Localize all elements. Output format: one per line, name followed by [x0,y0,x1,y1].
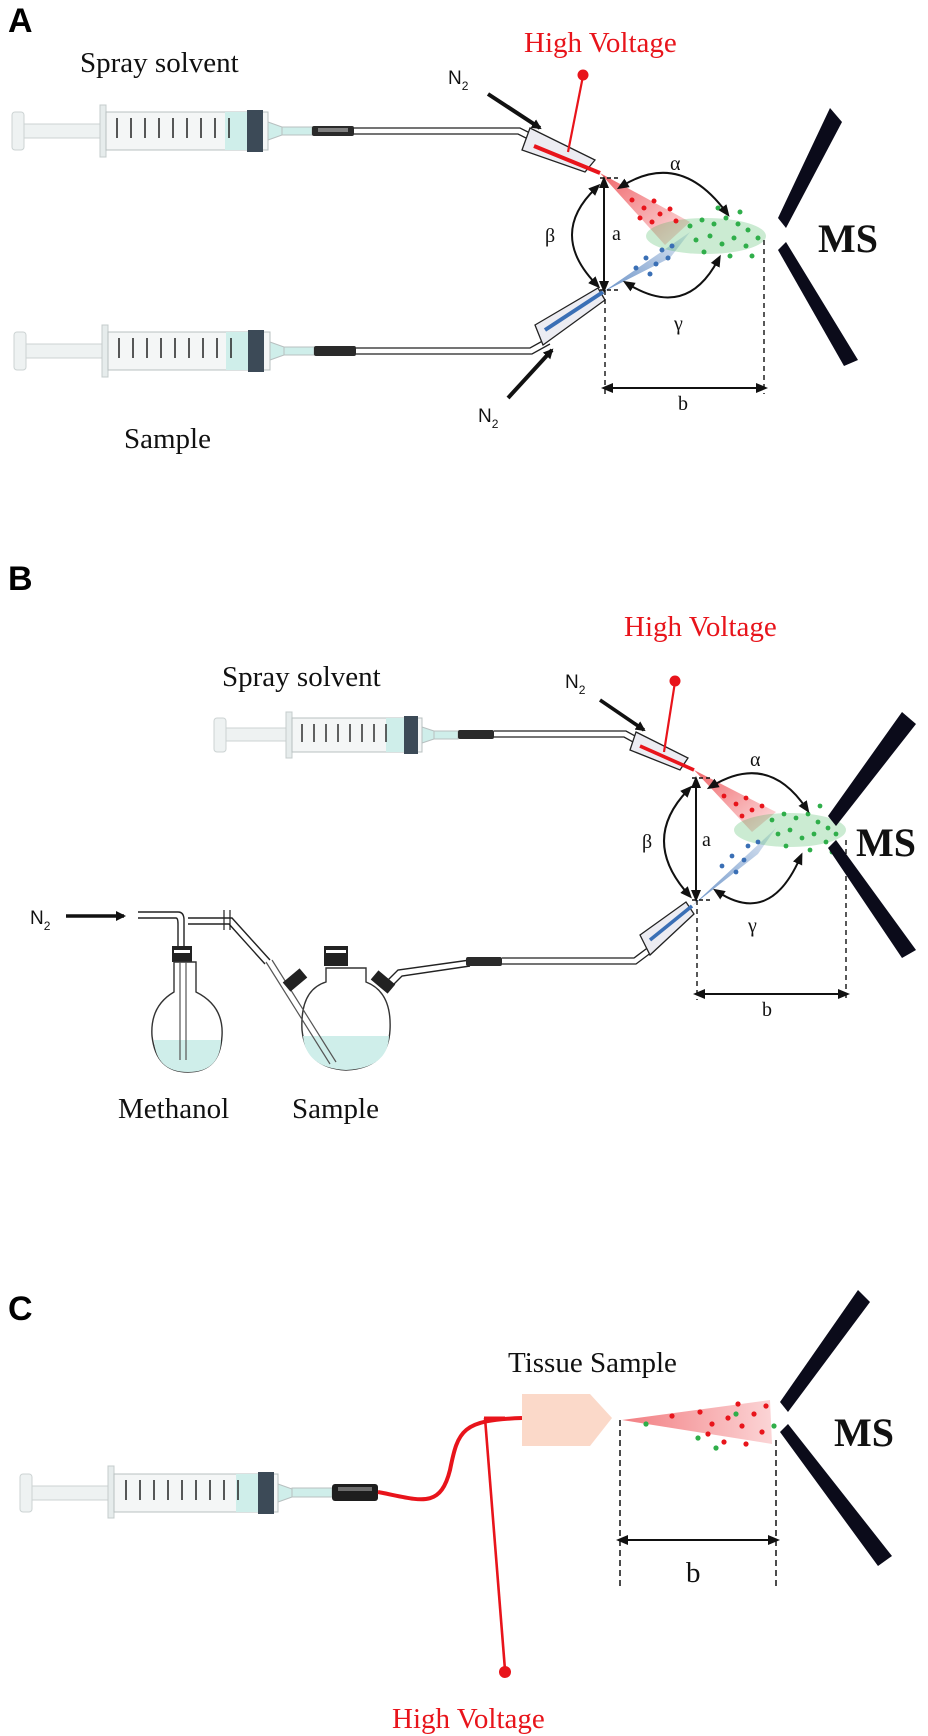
panel-c-geometry-markers [616,1420,780,1586]
panel-b-n2-left-label: N2 [30,908,51,933]
panel-c-tissue-sample [522,1394,612,1446]
panel-b-n2-top-label: N2 [565,672,586,697]
panel-c-high-voltage-label: High Voltage [392,1703,545,1735]
panel-c: C Tissue Sample High Voltage [8,1290,894,1735]
panel-a-mixing-zone [646,218,766,254]
panel-b-n2-top-arrow [598,698,646,732]
panel-a-n2-bottom-arrow [506,348,554,400]
panel-b-hv-terminal [669,675,681,687]
panel-a-high-voltage-label: High Voltage [524,27,677,59]
panel-b-high-voltage-label: High Voltage [624,611,777,643]
panel-b-ms-inlet [828,712,916,958]
panel-c-letter: C [8,1290,33,1328]
panel-c-syringe [19,1465,378,1519]
panel-b-letter: B [8,560,33,598]
panel-b-alpha-label: α [750,749,761,771]
panel-b-geometry-markers [663,772,850,1000]
panel-b-hv-wire [662,681,677,753]
panel-a-geometry-markers [571,171,768,394]
panel-b-a-label: a [702,829,711,851]
panel-a-n2-bottom-label: N2 [478,406,499,431]
panel-a-n2-top-label: N2 [448,68,469,93]
panel-c-b-label: b [686,1557,701,1589]
panel-b-beta-label: β [642,831,652,853]
panel-c-tissue-sample-label: Tissue Sample [508,1347,677,1379]
panel-a-alpha-label: α [670,153,681,175]
panel-a-gamma-label: γ [673,313,683,335]
panel-b: B Spray solvent High Voltage N2 [8,560,916,1125]
panel-b-methanol-flask [138,910,271,1073]
panel-c-ms-label: MS [834,1410,894,1455]
panel-b-sample-label: Sample [292,1093,379,1125]
panel-c-hv-terminal [499,1666,511,1678]
panel-a-letter: A [8,2,33,40]
panel-a: A Spray solvent High Voltage [8,2,878,455]
panel-a-beta-label: β [545,225,555,247]
panel-c-spray-plume [622,1400,772,1444]
panel-a-syringe-bottom [13,287,606,378]
panel-a-hv-terminal [577,69,589,81]
panel-a-b-label: b [678,393,688,415]
panel-a-hv-wire [566,75,585,153]
panel-b-methanol-label: Methanol [118,1093,229,1125]
panel-a-syringe-top [11,104,601,175]
panel-c-red-tubing [377,1416,523,1502]
panel-a-sample-label: Sample [124,423,211,455]
panel-a-a-label: a [612,223,621,245]
panel-b-ms-label: MS [856,820,916,865]
panel-b-sample-flask [265,901,695,1071]
panel-b-spray-solvent-label: Spray solvent [222,661,381,693]
panel-c-hv-wire [483,1417,507,1671]
panel-c-ms-inlet [780,1290,892,1566]
panel-a-spray-solvent-label: Spray solvent [80,47,239,79]
panel-c-droplets [643,1401,777,1451]
panel-b-syringe [213,711,695,772]
panel-b-b-label: b [762,999,772,1021]
panel-a-ms-label: MS [818,216,878,261]
panel-b-gamma-label: γ [747,915,757,937]
panel-a-n2-top-arrow [486,92,542,130]
panel-a-ms-inlet [778,108,858,366]
